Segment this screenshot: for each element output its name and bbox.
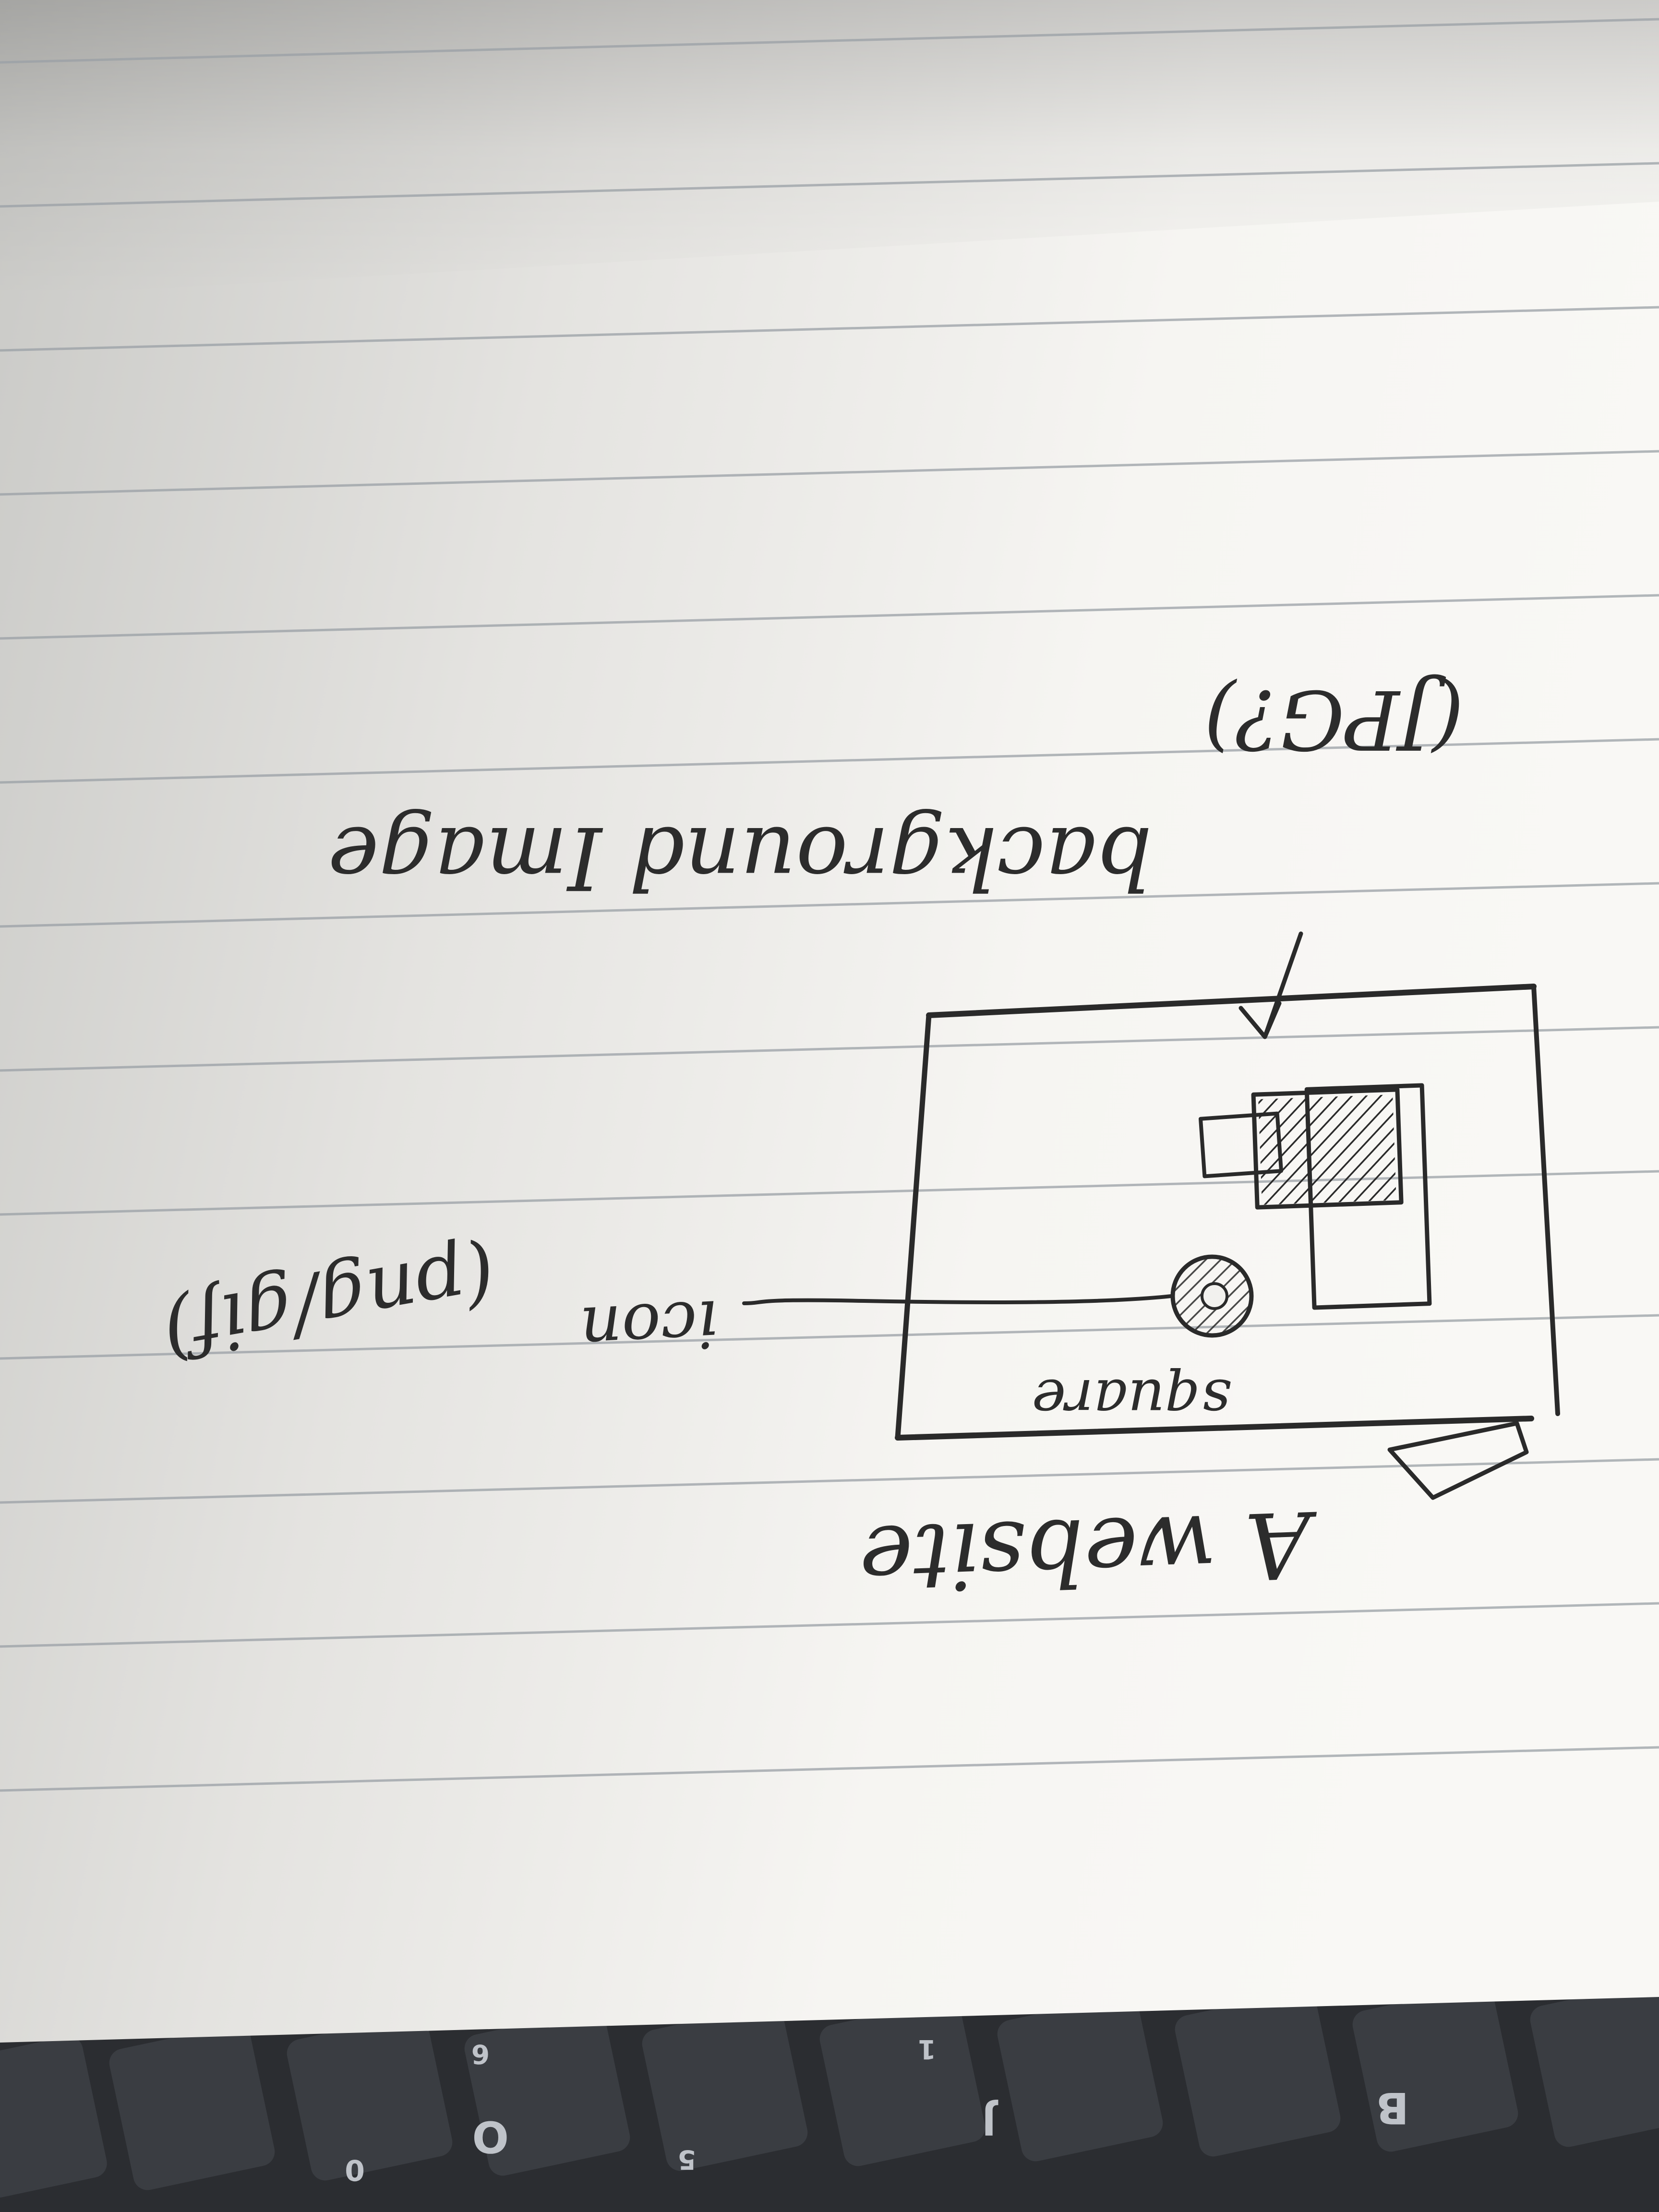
key-label: J bbox=[982, 2098, 998, 2143]
background-arrow bbox=[1238, 931, 1303, 1039]
browser-frame bbox=[895, 984, 1560, 1441]
square-label: square bbox=[1032, 1366, 1231, 1433]
image-placeholder-icon bbox=[1199, 1083, 1432, 1310]
key-label: 5 bbox=[678, 2144, 696, 2175]
icon-pointer-line bbox=[742, 1294, 1173, 1305]
key-label: 6 bbox=[471, 2039, 490, 2069]
notebook-page bbox=[0, 0, 1659, 2043]
title-underline bbox=[1387, 1421, 1529, 1500]
background-image-label-line1: background Image bbox=[328, 807, 1152, 908]
keyboard-key-labels: B J O 5 6 1 0 bbox=[345, 2034, 1409, 2187]
key-label: O bbox=[472, 2111, 509, 2162]
website-sketch bbox=[742, 931, 1560, 1500]
icon-circle bbox=[1170, 1254, 1254, 1338]
icon-label: icon bbox=[578, 1286, 720, 1368]
keyboard: B J O 5 6 1 0 bbox=[0, 1981, 1659, 2212]
keyboard-keys bbox=[0, 1981, 1659, 2198]
handwritten-labels: A website square icon (png/gif) backgrou… bbox=[156, 672, 1464, 1612]
key-label: 1 bbox=[918, 2034, 936, 2065]
key-label: B bbox=[1376, 2082, 1409, 2133]
background-image-label-line2: (JPG?) bbox=[1204, 672, 1464, 767]
key-label: 0 bbox=[345, 2153, 365, 2187]
title-label: A website bbox=[857, 1491, 1320, 1612]
